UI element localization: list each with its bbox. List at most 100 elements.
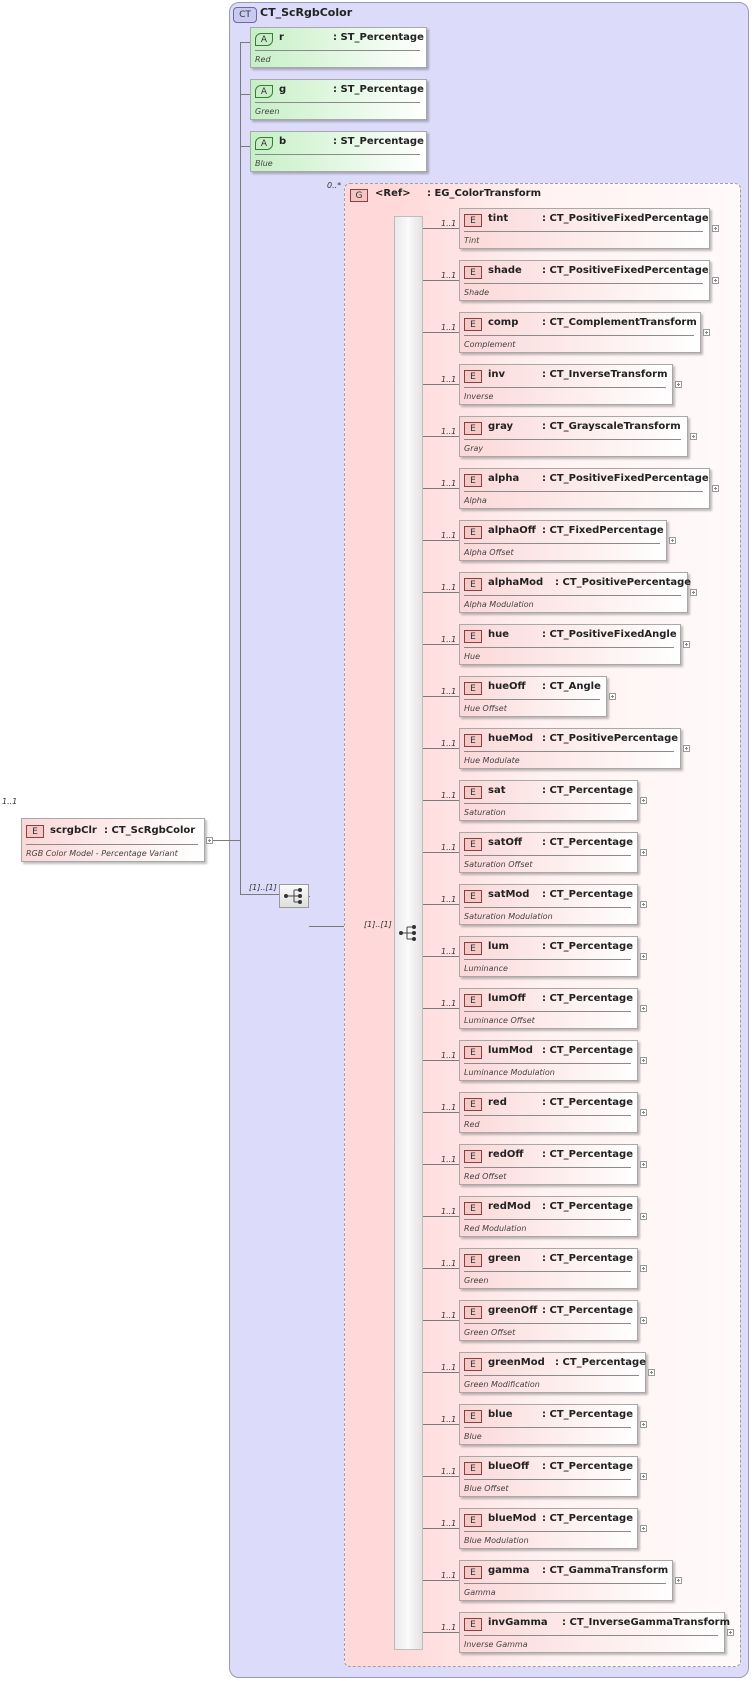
element-name: invGamma: [488, 1617, 548, 1628]
element-badge: E: [464, 1150, 482, 1163]
root-element-name: scrgbClr: [50, 825, 97, 836]
expand-icon[interactable]: [640, 1473, 647, 1480]
element-cardinality: 1..1: [441, 1623, 457, 1632]
expand-icon[interactable]: [675, 1577, 682, 1584]
element-doc: Green: [464, 1276, 489, 1285]
expand-icon[interactable]: [690, 433, 697, 440]
element-type: : CT_Percentage: [542, 1409, 633, 1420]
expand-icon[interactable]: [640, 1161, 647, 1168]
attribute-name: b: [279, 136, 287, 147]
element-cardinality: 1..1: [441, 271, 457, 280]
attribute-b[interactable]: A b : ST_Percentage Blue: [250, 131, 427, 172]
element-name: gray: [488, 421, 514, 432]
expand-icon[interactable]: [727, 1629, 734, 1636]
element-name: hueMod: [488, 733, 533, 744]
expand-icon[interactable]: [640, 1213, 647, 1220]
element-cardinality: 1..1: [441, 1311, 457, 1320]
element-doc: Red Modulation: [464, 1224, 527, 1233]
expand-icon[interactable]: [640, 1525, 647, 1532]
element-badge: E: [464, 838, 482, 851]
expand-icon[interactable]: [609, 693, 616, 700]
expand-icon[interactable]: [640, 1005, 647, 1012]
expand-icon[interactable]: [640, 901, 647, 908]
element-type: : CT_Percentage: [542, 1253, 633, 1264]
expand-icon[interactable]: [640, 1057, 647, 1064]
expand-icon[interactable]: [690, 589, 697, 596]
attribute-r[interactable]: A r : ST_Percentage Red: [250, 27, 427, 68]
expand-icon[interactable]: [712, 485, 719, 492]
element-badge: E: [464, 578, 482, 591]
element-type: : CT_Percentage: [542, 1097, 633, 1108]
element-name: sat: [488, 785, 506, 796]
expand-icon[interactable]: [640, 1265, 647, 1272]
expand-icon[interactable]: [669, 537, 676, 544]
sequence-compositor[interactable]: [279, 884, 309, 908]
attribute-badge: A: [255, 85, 273, 98]
element-doc: Tint: [464, 236, 480, 245]
root-expand-icon[interactable]: [206, 837, 213, 844]
element-cardinality: 1..1: [441, 1571, 457, 1580]
element-badge: E: [464, 1410, 482, 1423]
element-doc: Red Offset: [464, 1172, 507, 1181]
element-cardinality: 1..1: [441, 479, 457, 488]
expand-icon[interactable]: [648, 1369, 655, 1376]
expand-icon[interactable]: [675, 381, 682, 388]
element-cardinality: 1..1: [441, 219, 457, 228]
element-badge: E: [464, 214, 482, 227]
expand-icon[interactable]: [640, 849, 647, 856]
element-doc: Saturation Offset: [464, 860, 533, 869]
expand-icon[interactable]: [640, 1317, 647, 1324]
expand-icon[interactable]: [640, 1421, 647, 1428]
attribute-doc: Blue: [255, 159, 273, 168]
element-doc: Gray: [464, 444, 484, 453]
expand-icon[interactable]: [703, 329, 710, 336]
expand-icon[interactable]: [640, 1109, 647, 1116]
expand-icon[interactable]: [683, 745, 690, 752]
element-type: : CT_PositiveFixedPercentage: [542, 213, 709, 224]
expand-icon[interactable]: [683, 641, 690, 648]
expand-icon[interactable]: [712, 225, 719, 232]
expand-icon[interactable]: [712, 277, 719, 284]
attribute-g[interactable]: A g : ST_Percentage Green: [250, 79, 427, 120]
element-name: redMod: [488, 1201, 531, 1212]
expand-icon[interactable]: [640, 953, 647, 960]
element-doc: Saturation Modulation: [464, 912, 553, 921]
element-cardinality: 1..1: [441, 531, 457, 540]
expand-icon[interactable]: [640, 797, 647, 804]
attribute-badge: A: [255, 33, 273, 46]
element-name: alphaOff: [488, 525, 536, 536]
attribute-doc: Green: [255, 107, 280, 116]
root-element-box[interactable]: E scrgbClr : CT_ScRgbColor RGB Color Mod…: [21, 818, 205, 862]
element-badge: E: [464, 890, 482, 903]
choice-icon[interactable]: [398, 922, 420, 944]
element-name: redOff: [488, 1149, 524, 1160]
